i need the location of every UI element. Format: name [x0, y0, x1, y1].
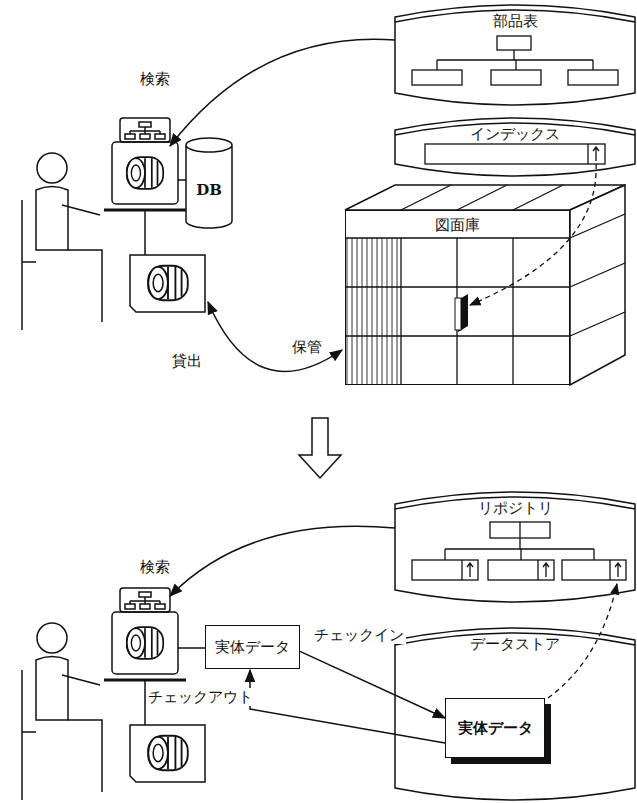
node-label: DB [196, 181, 222, 199]
flow-label: 保管 [290, 338, 324, 356]
storage-band: インデックス [395, 118, 635, 176]
edge-label: チェックアウト [146, 688, 255, 706]
flow-arrow [250, 670, 445, 743]
data-box: 実体データ [445, 698, 545, 758]
flow-arrow [300, 651, 445, 718]
flow-label: 検索 [138, 70, 172, 88]
node-label: 部品表 [395, 12, 635, 30]
node-label: 実体データ [458, 719, 533, 737]
edge-label: チェックイン [312, 626, 406, 644]
data-box: 実体データ [205, 625, 300, 669]
node-label: 図面庫 [346, 216, 569, 234]
node-label: 実体データ [215, 638, 290, 656]
node-label: インデックス [395, 125, 635, 143]
storage-band: リポジトリ [395, 492, 635, 602]
drawing-cabinet: 図面庫 [345, 210, 570, 385]
node-label: リポジトリ [395, 499, 635, 517]
database-cylinder: DB [186, 138, 232, 228]
node-label: データストア [395, 635, 635, 653]
flow-label: 検索 [138, 558, 172, 576]
storage-band: データストア実体データ [395, 628, 635, 800]
storage-band: 部品表 [395, 5, 635, 105]
flow-label: 貸出 [170, 352, 204, 370]
